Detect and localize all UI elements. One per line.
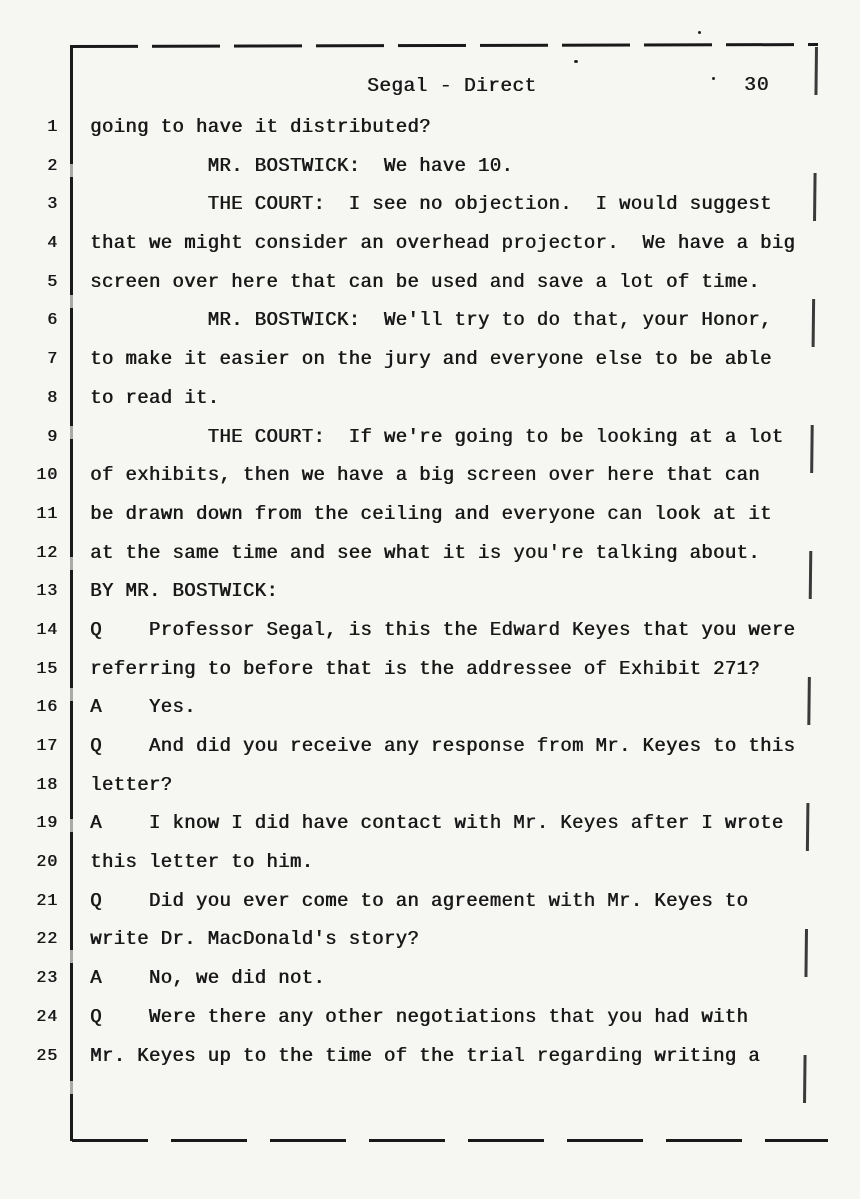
line-number: 17 [36, 736, 58, 755]
line-number: 19 [36, 813, 58, 833]
line-number: 3 [47, 194, 58, 214]
line-text: BY MR. BOSTWICK: [90, 580, 279, 603]
line-number: 24 [36, 1006, 58, 1026]
line-number: 10 [36, 465, 58, 485]
page-border-top [70, 43, 819, 48]
transcript-line: 18 letter? [0, 766, 860, 805]
line-number: 12 [36, 542, 58, 562]
line-text: THE COURT: I see no objection. I would s… [90, 193, 772, 216]
line-text: Q Were there any other negotiations that… [90, 1005, 749, 1028]
transcript-line: 2 MR. BOSTWICK: We have 10. [0, 147, 860, 186]
line-number: 14 [36, 619, 58, 639]
transcript-line: 11 be drawn down from the ceiling and eve… [0, 495, 860, 534]
line-text: Q Professor Segal, is this the Edward Ke… [90, 618, 796, 641]
line-number: 16 [36, 697, 58, 717]
line-number: 9 [47, 426, 58, 446]
line-number: 5 [47, 271, 58, 291]
line-text: MR. BOSTWICK: We'll try to do that, your… [90, 309, 772, 332]
transcript-line: 13 BY MR. BOSTWICK: [0, 572, 860, 611]
transcript-line: 4 that we might consider an overhead proj… [0, 224, 860, 263]
line-text: to make it easier on the jury and everyo… [90, 348, 772, 371]
line-text: this letter to him. [90, 851, 314, 874]
transcript-line: 19 A I know I did have contact with Mr. K… [0, 804, 860, 843]
line-number: 1 [47, 117, 58, 136]
transcript-line: 1 going to have it distributed? [0, 108, 860, 147]
line-text: THE COURT: If we're going to be looking … [90, 425, 784, 448]
line-number: 18 [36, 774, 58, 794]
line-number: 13 [36, 581, 58, 601]
line-text: going to have it distributed? [90, 116, 431, 138]
line-text: write Dr. MacDonald's story? [90, 928, 420, 951]
transcript-line: 22 write Dr. MacDonald's story? [0, 920, 860, 959]
transcript-line: 5 screen over here that can be used and s… [0, 263, 860, 302]
transcript-line: 20 this letter to him. [0, 843, 860, 882]
transcript-line: 8 to read it. [0, 379, 860, 418]
transcript-line: 16 A Yes. [0, 688, 860, 727]
transcript-line: 25 Mr. Keyes up to the time of the trial … [0, 1037, 860, 1076]
transcript-line: 7 to make it easier on the jury and every… [0, 340, 860, 379]
line-text: Mr. Keyes up to the time of the trial re… [90, 1044, 760, 1067]
line-number: 11 [36, 503, 58, 523]
line-text: A Yes. [90, 696, 196, 719]
line-number: 22 [36, 929, 58, 949]
transcript-line: 10 of exhibits, then we have a big screen… [0, 456, 860, 495]
transcript-line: 14 Q Professor Segal, is this the Edward … [0, 611, 860, 650]
line-text: screen over here that can be used and sa… [90, 270, 760, 293]
line-text: letter? [90, 773, 173, 796]
line-number: 2 [47, 155, 58, 175]
line-number: 8 [47, 387, 58, 407]
line-text: Q Did you ever come to an agreement with… [90, 889, 749, 912]
line-number: 4 [47, 233, 58, 253]
line-text: referring to before that is the addresse… [90, 657, 760, 680]
ink-speck [712, 77, 715, 80]
line-text: at the same time and see what it is you'… [90, 541, 760, 564]
line-text: that we might consider an overhead proje… [90, 232, 796, 255]
transcript-line: 6 MR. BOSTWICK: We'll try to do that, yo… [0, 301, 860, 340]
transcript-line: 24 Q Were there any other negotiations th… [0, 998, 860, 1037]
page-number: 30 [744, 74, 770, 96]
transcript-line: 12 at the same time and see what it is yo… [0, 534, 860, 573]
page-title: Segal - Direct [367, 75, 537, 97]
ink-speck [698, 31, 701, 34]
transcript-line: 15 referring to before that is the addres… [0, 650, 860, 689]
line-text: MR. BOSTWICK: We have 10. [90, 154, 514, 177]
ink-speck [574, 60, 578, 63]
line-text: A No, we did not. [90, 967, 326, 990]
line-text: A I know I did have contact with Mr. Key… [90, 812, 784, 835]
transcript-line: 9 THE COURT: If we're going to be lookin… [0, 418, 860, 457]
line-number: 6 [47, 310, 58, 330]
line-text: Q And did you receive any response from … [90, 735, 796, 757]
transcript-line: 21 Q Did you ever come to an agreement wi… [0, 882, 860, 921]
line-text: to read it. [90, 386, 220, 409]
line-number: 25 [36, 1045, 58, 1065]
transcript-line: 17 Q And did you receive any response fro… [0, 727, 860, 766]
transcript-line: 23 A No, we did not. [0, 959, 860, 998]
line-number: 20 [36, 852, 58, 872]
line-number: 7 [47, 349, 58, 369]
line-number: 23 [36, 968, 58, 988]
line-text: be drawn down from the ceiling and every… [90, 502, 772, 525]
line-number: 15 [36, 658, 58, 678]
page-border-bottom [72, 1139, 828, 1142]
line-number: 21 [36, 890, 58, 910]
line-text: of exhibits, then we have a big screen o… [90, 464, 760, 487]
page-border-left [70, 46, 73, 1141]
transcript-body: 1 going to have it distributed? 2 MR. BOST… [0, 108, 860, 1075]
transcript-line: 3 THE COURT: I see no objection. I would… [0, 185, 860, 224]
